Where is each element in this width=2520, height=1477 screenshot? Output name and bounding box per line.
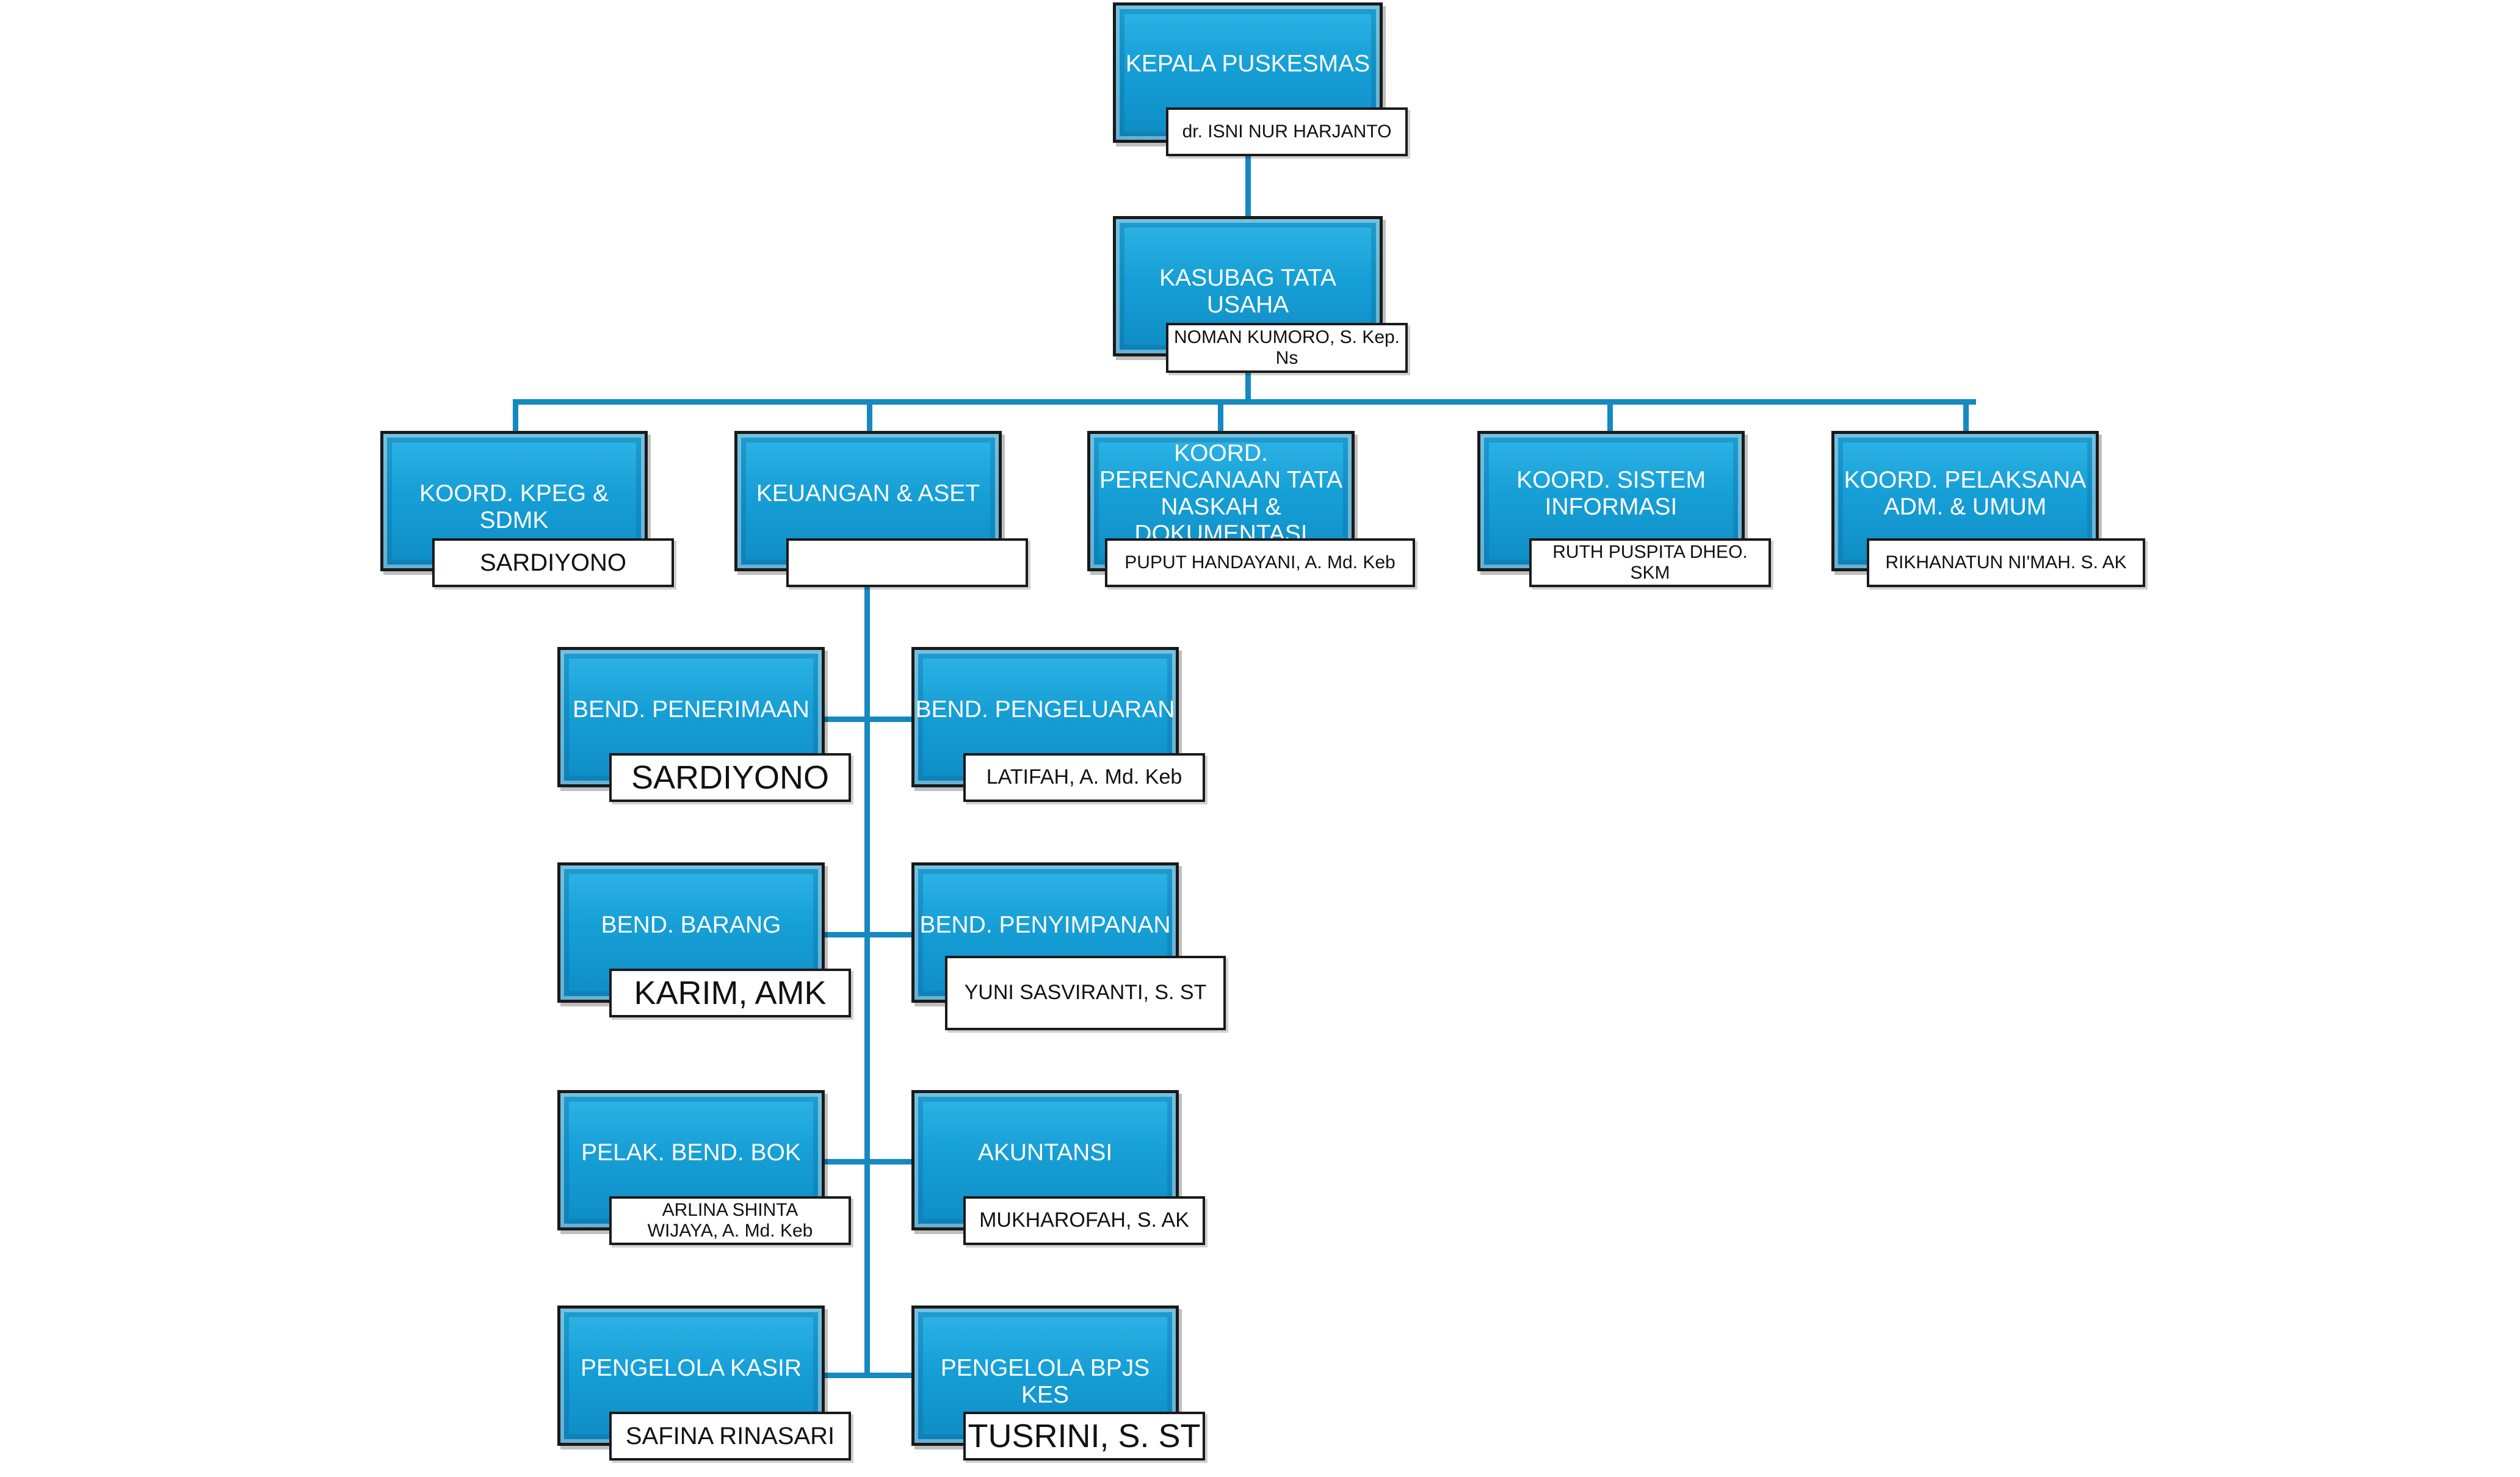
connector-finance-spine	[864, 586, 870, 1377]
name-box-bend-penyimpanan: YUNI SASVIRANTI, S. ST	[945, 956, 1226, 1030]
name-box-kasubag: NOMAN KUMORO, S. Kep. Ns	[1166, 323, 1408, 373]
node-title: PELAK. BEND. BOK	[581, 1139, 801, 1166]
node-title: BEND. PENERIMAAN	[573, 696, 809, 723]
node-title: BEND. PENYIMPANAN	[919, 912, 1171, 938]
name-box-bend-pengeluaran: LATIFAH, A. Md. Keb	[963, 753, 1205, 802]
connector-drop-coord-1	[513, 399, 518, 433]
node-title: BEND. BARANG	[601, 912, 781, 938]
name-box-pengelola-bpjs-kes: TUSRINI, S. ST	[963, 1412, 1205, 1461]
connector-drop-coord-4	[1607, 399, 1613, 433]
connector-row-1	[821, 717, 913, 722]
name-box-pengelola-kasir: SAFINA RINASARI	[609, 1412, 851, 1461]
node-title: KASUBAG TATA USAHA	[1159, 265, 1336, 318]
name-box-koord-sistem-informasi: RUTH PUSPITA DHEO. SKM	[1529, 538, 1771, 587]
connector-kasubag-down	[1245, 372, 1251, 402]
node-title: AKUNTANSI	[977, 1139, 1113, 1166]
name-box-kepala-puskesmas: dr. ISNI NUR HARJANTO	[1166, 107, 1408, 156]
node-title: KOORD. KPEG & SDMK	[419, 480, 609, 533]
name-box-keuangan-aset	[786, 538, 1028, 587]
connector-coordinators-bar	[513, 399, 1976, 405]
node-title: KEPALA PUSKESMAS	[1125, 51, 1370, 77]
node-title: BEND. PENGELUARAN	[915, 696, 1175, 723]
connector-drop-coord-3	[1218, 399, 1223, 433]
name-box-bend-penerimaan: SARDIYONO	[609, 753, 851, 802]
node-title: KOORD. PERENCANAAN TATA NASKAH & DOKUMEN…	[1099, 440, 1343, 547]
connector-drop-coord-5	[1963, 399, 1969, 433]
connector-row-2	[821, 932, 913, 937]
name-box-koord-pelaksana-adm: RIKHANATUN NI'MAH. S. AK	[1867, 538, 2145, 587]
node-title: KOORD. PELAKSANA ADM. & UMUM	[1844, 467, 2087, 520]
name-box-pelak-bend-bok: ARLINA SHINTA WIJAYA, A. Md. Keb	[609, 1196, 851, 1245]
name-box-bend-barang: KARIM, AMK	[609, 969, 851, 1017]
name-box-koord-perencanaan: PUPUT HANDAYANI, A. Md. Keb	[1105, 538, 1415, 587]
connector-head-kasubag	[1245, 156, 1251, 219]
node-title: KEUANGAN & ASET	[756, 480, 980, 507]
connector-row-4	[821, 1373, 913, 1378]
connector-row-3	[821, 1159, 913, 1165]
node-title: KOORD. SISTEM INFORMASI	[1516, 467, 1706, 520]
connector-drop-coord-2	[867, 399, 872, 433]
node-title: PENGELOLA KASIR	[581, 1355, 802, 1381]
name-box-koord-kpeg-sdmk: SARDIYONO	[432, 538, 674, 587]
node-title: PENGELOLA BPJS KES	[940, 1355, 1150, 1408]
name-box-akuntansi: MUKHAROFAH, S. AK	[963, 1196, 1205, 1245]
